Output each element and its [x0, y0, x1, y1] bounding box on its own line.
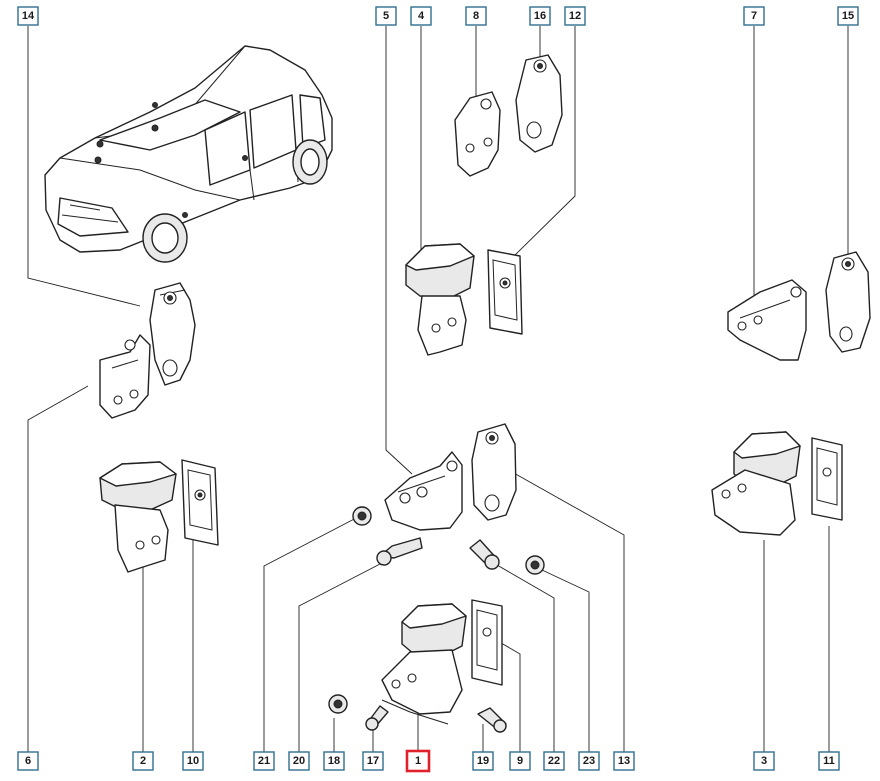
- callout-12: 12: [564, 6, 586, 26]
- leader-lines: [27, 26, 849, 752]
- callout-2: 2: [132, 751, 154, 771]
- svg-text:8: 8: [473, 10, 479, 22]
- callout-20: 20: [288, 751, 310, 771]
- callout-23: 23: [578, 751, 600, 771]
- callout-11: 11: [818, 751, 840, 771]
- svg-text:23: 23: [583, 755, 595, 767]
- callout-14: 14: [17, 6, 39, 26]
- svg-text:13: 13: [618, 755, 630, 767]
- svg-text:14: 14: [22, 10, 35, 22]
- svg-text:15: 15: [842, 10, 854, 22]
- callout-8: 8: [465, 6, 487, 26]
- hinge-part-left-lower: [99, 459, 219, 573]
- callout-6: 6: [17, 751, 39, 771]
- hinge-part-top-center: [405, 54, 563, 356]
- svg-text:3: 3: [761, 755, 767, 767]
- svg-text:22: 22: [548, 755, 560, 767]
- callout-4: 4: [410, 6, 432, 26]
- hinge-part-right-lower: [711, 431, 843, 536]
- svg-text:4: 4: [418, 10, 425, 22]
- callout-21: 21: [253, 751, 275, 771]
- svg-text:16: 16: [534, 10, 546, 22]
- svg-text:19: 19: [477, 755, 489, 767]
- svg-text:2: 2: [140, 755, 146, 767]
- hinge-part-bottom-center: [381, 599, 503, 725]
- callout-3: 3: [753, 751, 775, 771]
- svg-text:11: 11: [823, 755, 835, 767]
- svg-text:6: 6: [25, 755, 31, 767]
- car-illustration: [44, 45, 333, 263]
- callout-10: 10: [182, 751, 204, 771]
- callout-22: 22: [543, 751, 565, 771]
- svg-text:7: 7: [751, 10, 757, 22]
- svg-text:9: 9: [517, 755, 523, 767]
- svg-text:1: 1: [415, 755, 421, 767]
- fasteners: [328, 506, 545, 733]
- callout-19: 19: [472, 751, 494, 771]
- callout-7: 7: [743, 6, 765, 26]
- svg-text:18: 18: [328, 755, 340, 767]
- callout-1: 1: [405, 749, 431, 773]
- hinge-part-left-upper: [99, 282, 196, 419]
- svg-text:21: 21: [258, 755, 270, 767]
- hinge-part-center: [384, 423, 517, 531]
- svg-text:10: 10: [187, 755, 199, 767]
- svg-text:12: 12: [569, 10, 581, 22]
- callout-13: 13: [613, 751, 635, 771]
- callout-15: 15: [837, 6, 859, 26]
- callout-5: 5: [375, 6, 397, 26]
- svg-text:20: 20: [293, 755, 305, 767]
- callout-9: 9: [509, 751, 531, 771]
- callout-16: 16: [529, 6, 551, 26]
- svg-text:5: 5: [383, 10, 389, 22]
- callout-18: 18: [323, 751, 345, 771]
- callout-17: 17: [362, 751, 384, 771]
- svg-text:17: 17: [367, 755, 379, 767]
- hinge-part-right-upper: [727, 251, 871, 361]
